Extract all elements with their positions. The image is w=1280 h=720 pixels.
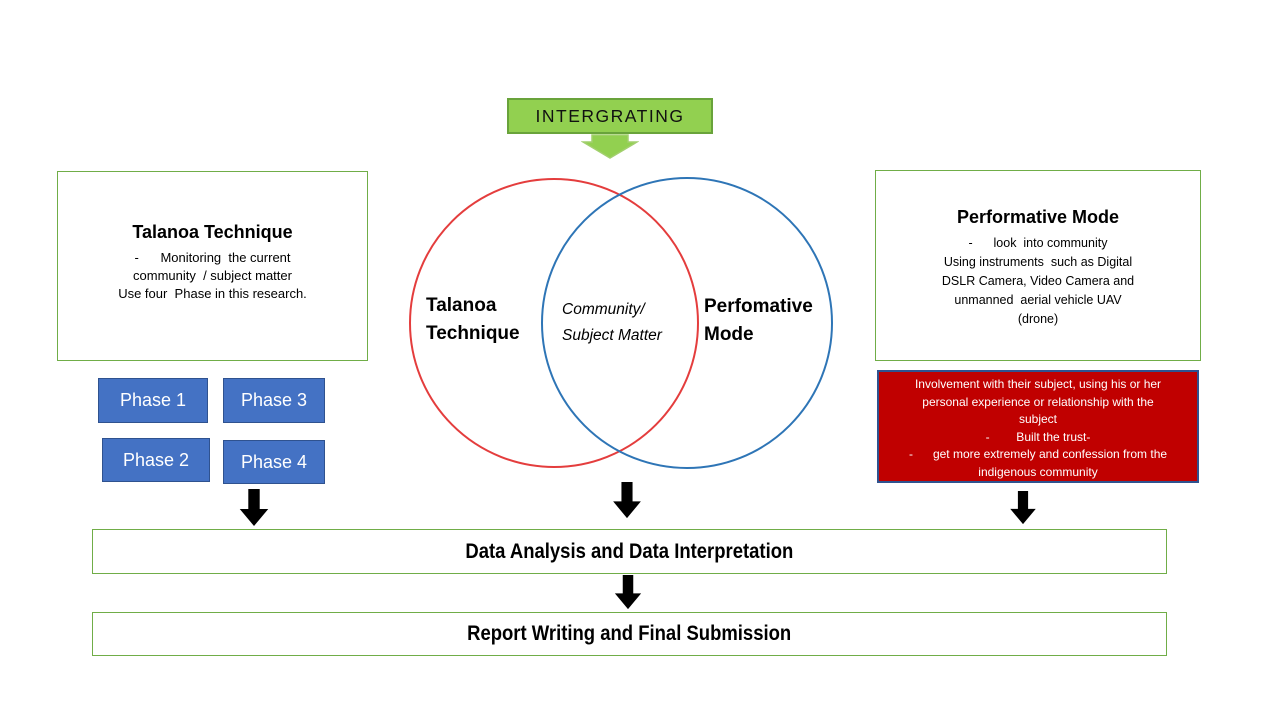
- venn-center-label-line: Community/: [562, 301, 645, 318]
- talanoa-line: - Monitoring the current: [134, 250, 291, 265]
- red-box-line: indigenous community: [978, 464, 1098, 479]
- venn-right-label: Perfomative Mode: [704, 293, 813, 349]
- performative-line: Using instruments such as Digital: [943, 255, 1133, 269]
- black-down-arrow-bottom-icon: [614, 575, 642, 610]
- phase-2-box: Phase 2: [102, 438, 210, 482]
- venn-left-label: Talanoa Technique: [426, 292, 520, 348]
- talanoa-title: Talanoa Technique: [132, 222, 293, 242]
- performative-title: Performative Mode: [956, 207, 1120, 227]
- venn-blue-circle: [541, 177, 833, 469]
- talanoa-line: Use four Phase in this research.: [118, 286, 307, 301]
- performative-line: unmanned aerial vehicle UAV: [954, 293, 1122, 307]
- red-box-line: Involvement with their subject, using hi…: [914, 377, 1162, 391]
- venn-center-label-line: Subject Matter: [562, 327, 662, 344]
- performative-mode-box: Performative Mode - look into community …: [875, 170, 1201, 361]
- venn-center-label: Community/ Subject Matter: [562, 297, 662, 349]
- report-writing-label: Report Writing and Final Submission: [467, 622, 792, 645]
- data-analysis-label: Data Analysis and Data Interpretation: [465, 539, 794, 563]
- venn-right-label-line: Mode: [704, 324, 754, 345]
- phase-4-label: Phase 4: [240, 451, 308, 472]
- venn-left-label-line: Talanoa: [426, 295, 497, 316]
- report-writing-box: Report Writing and Final Submission: [92, 612, 1167, 656]
- phase-3-label: Phase 3: [240, 390, 308, 410]
- venn-right-label-line: Perfomative: [704, 296, 813, 317]
- phase-2-label: Phase 2: [122, 449, 190, 470]
- performative-line: (drone): [1017, 312, 1059, 326]
- red-box-line: - Built the trust-: [985, 429, 1091, 444]
- black-down-arrow-right-icon: [1010, 491, 1036, 525]
- data-analysis-box: Data Analysis and Data Interpretation: [92, 529, 1167, 574]
- talanoa-line: community / subject matter: [133, 268, 292, 283]
- integrating-box: INTERGRATING: [507, 98, 713, 134]
- red-box-line: - get more extremely and confession from…: [908, 447, 1168, 461]
- performative-line: DSLR Camera, Video Camera and: [941, 274, 1135, 288]
- phase-1-box: Phase 1: [98, 378, 208, 423]
- red-box-line: subject: [1018, 412, 1058, 426]
- talanoa-technique-box: Talanoa Technique - Monitoring the curre…: [57, 171, 368, 361]
- phase-1-label: Phase 1: [119, 390, 187, 410]
- venn-left-label-line: Technique: [426, 323, 520, 344]
- phase-3-box: Phase 3: [223, 378, 325, 423]
- performative-line: - look into community: [968, 236, 1108, 250]
- integrating-label: INTERGRATING: [535, 105, 685, 126]
- black-down-arrow-left-icon: [239, 489, 269, 527]
- involvement-red-box: Involvement with their subject, using hi…: [877, 370, 1199, 483]
- green-down-arrow-icon: [581, 134, 639, 159]
- black-down-arrow-center-icon: [613, 482, 641, 519]
- phase-4-box: Phase 4: [223, 440, 325, 484]
- red-box-line: personal experience or relationship with…: [922, 394, 1154, 409]
